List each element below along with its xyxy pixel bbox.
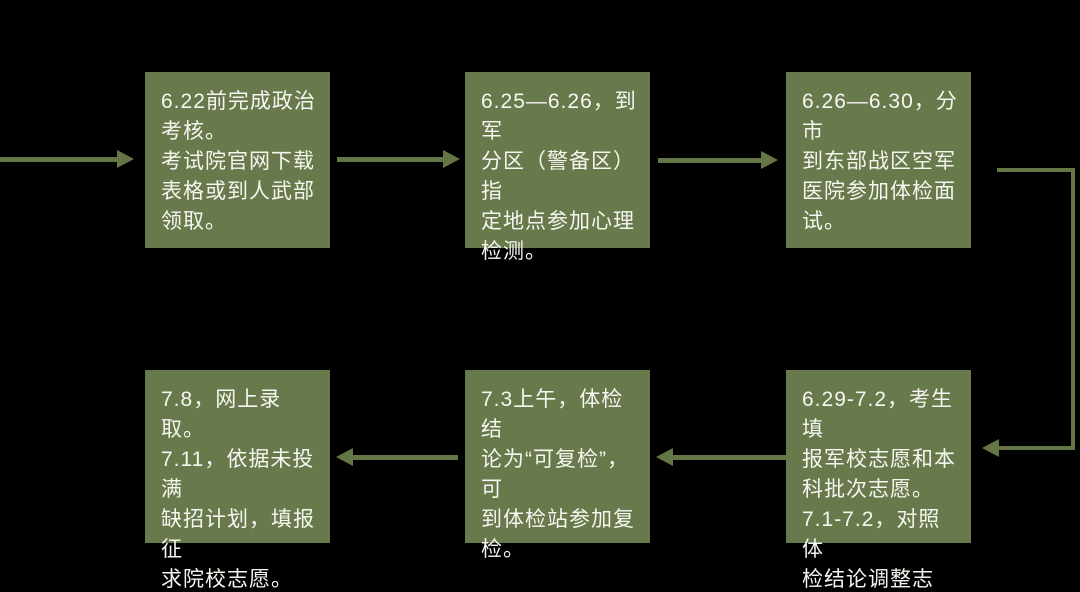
flow-step-admission: 7.8，网上录取。 7.11，依据未投满 缺招计划，填报征 求院校志愿。: [145, 370, 330, 591]
flow-step-physical-interview: 6.26—6.30，分市 到东部战区空军 医院参加体检面 试。: [786, 72, 971, 248]
flow-step-psych-test: 6.25—6.26，到军 分区（警备区）指 定地点参加心理 检测。: [465, 72, 650, 263]
flow-step-political-review: 6.22前完成政治 考核。 考试院官网下载 表格或到人武部 领取。: [145, 72, 330, 248]
flow-step-fill-preferences: 6.29-7.2，考生填 报军校志愿和本 科批次志愿。 7.1-7.2，对照体 …: [786, 370, 971, 591]
flow-step-recheck: 7.3上午，体检结 论为“可复检”，可 到体检站参加复 检。: [465, 370, 650, 561]
